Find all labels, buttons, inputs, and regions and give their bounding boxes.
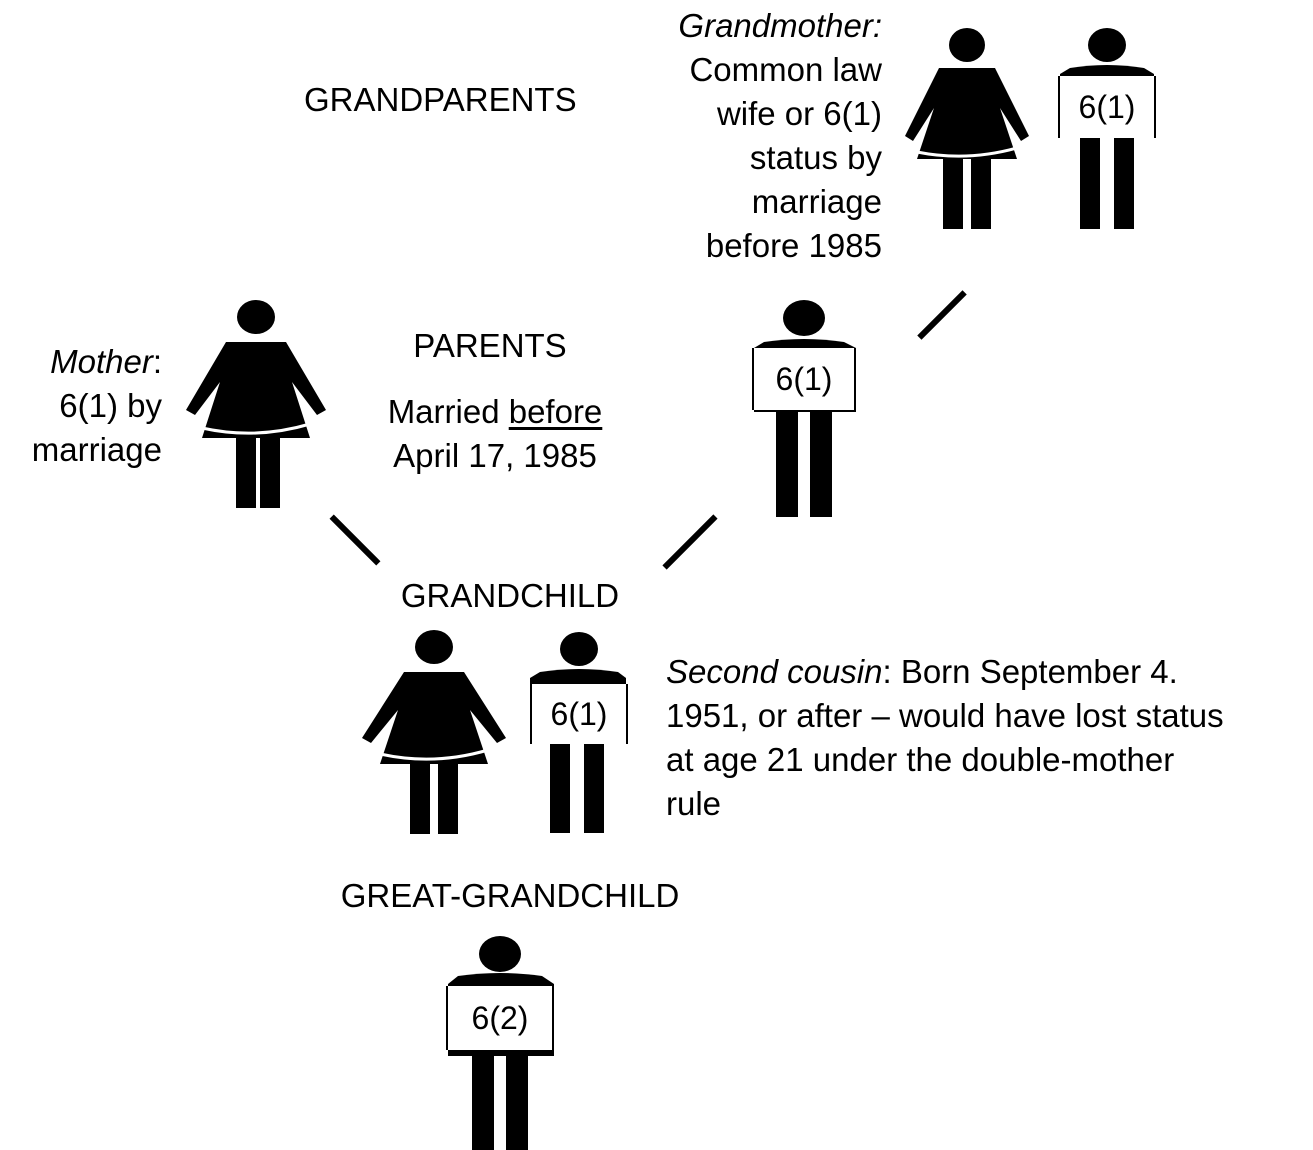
cousin-note-line1: Second cousin: Born September 4. bbox=[666, 650, 1306, 694]
grandchild-status-badge: 6(1) bbox=[530, 684, 628, 744]
father-figure: 6(1) bbox=[752, 300, 858, 518]
grandmother-note-line: marriage bbox=[751, 183, 882, 220]
parents-note-line2: April 17, 1985 bbox=[393, 437, 597, 474]
grandmother-note-line: before 1985 bbox=[705, 227, 882, 264]
grandfather-figure: 6(1) bbox=[1058, 28, 1156, 230]
cousin-note-rest: : Born September 4. bbox=[882, 653, 1178, 690]
great-grandchild-status-badge: 6(2) bbox=[446, 986, 554, 1050]
connector-grandparents-to-father bbox=[917, 290, 967, 340]
grandchild-heading: GRANDCHILD bbox=[400, 577, 620, 614]
cousin-note-line: at age 21 under the double-mother bbox=[666, 741, 1175, 778]
grandmother-role: Grandmother: bbox=[678, 7, 882, 44]
mother-role-line: Mother: bbox=[0, 340, 162, 384]
grandfather-status-badge: 6(1) bbox=[1058, 76, 1156, 138]
grandmother-note-line: Common law bbox=[689, 51, 882, 88]
mother-note-line: marriage bbox=[31, 431, 162, 468]
father-status-badge: 6(1) bbox=[752, 348, 856, 410]
cousin-note-line: 1951, or after – would have lost status bbox=[666, 697, 1224, 734]
grandchild-female-figure bbox=[362, 630, 506, 834]
mother-note: Mother: 6(1) by marriage bbox=[0, 340, 162, 472]
mother-figure bbox=[186, 300, 326, 508]
great-grandchild-heading: GREAT-GRANDCHILD bbox=[340, 877, 680, 914]
connector-father-to-grandchild bbox=[662, 514, 718, 570]
parents-note-line1: Married before bbox=[350, 390, 640, 434]
grandchild-male-figure: 6(1) bbox=[528, 632, 628, 834]
parents-heading: PARENTS bbox=[413, 327, 567, 364]
connector-mother-to-grandchild bbox=[329, 514, 381, 566]
grandmother-figure bbox=[905, 28, 1029, 230]
parents-note: Married before April 17, 1985 bbox=[350, 390, 640, 478]
cousin-role: Second cousin bbox=[666, 653, 883, 690]
cousin-note: Second cousin: Born September 4. 1951, o… bbox=[666, 650, 1306, 826]
parents-note-prefix: Married bbox=[387, 393, 509, 430]
mother-role: Mother bbox=[50, 343, 153, 380]
great-grandchild-figure: 6(2) bbox=[446, 936, 556, 1150]
grandparents-heading: GRANDPARENTS bbox=[304, 81, 577, 118]
parents-note-emphasis: before bbox=[508, 393, 603, 430]
grandmother-note-line: wife or 6(1) bbox=[716, 95, 882, 132]
grandmother-note-line: status by bbox=[749, 139, 882, 176]
grandmother-note: Grandmother: Common law wife or 6(1) sta… bbox=[600, 4, 882, 268]
mother-note-line: 6(1) by bbox=[59, 387, 162, 424]
mother-role-suffix: : bbox=[152, 343, 162, 380]
cousin-note-line: rule bbox=[666, 785, 722, 822]
